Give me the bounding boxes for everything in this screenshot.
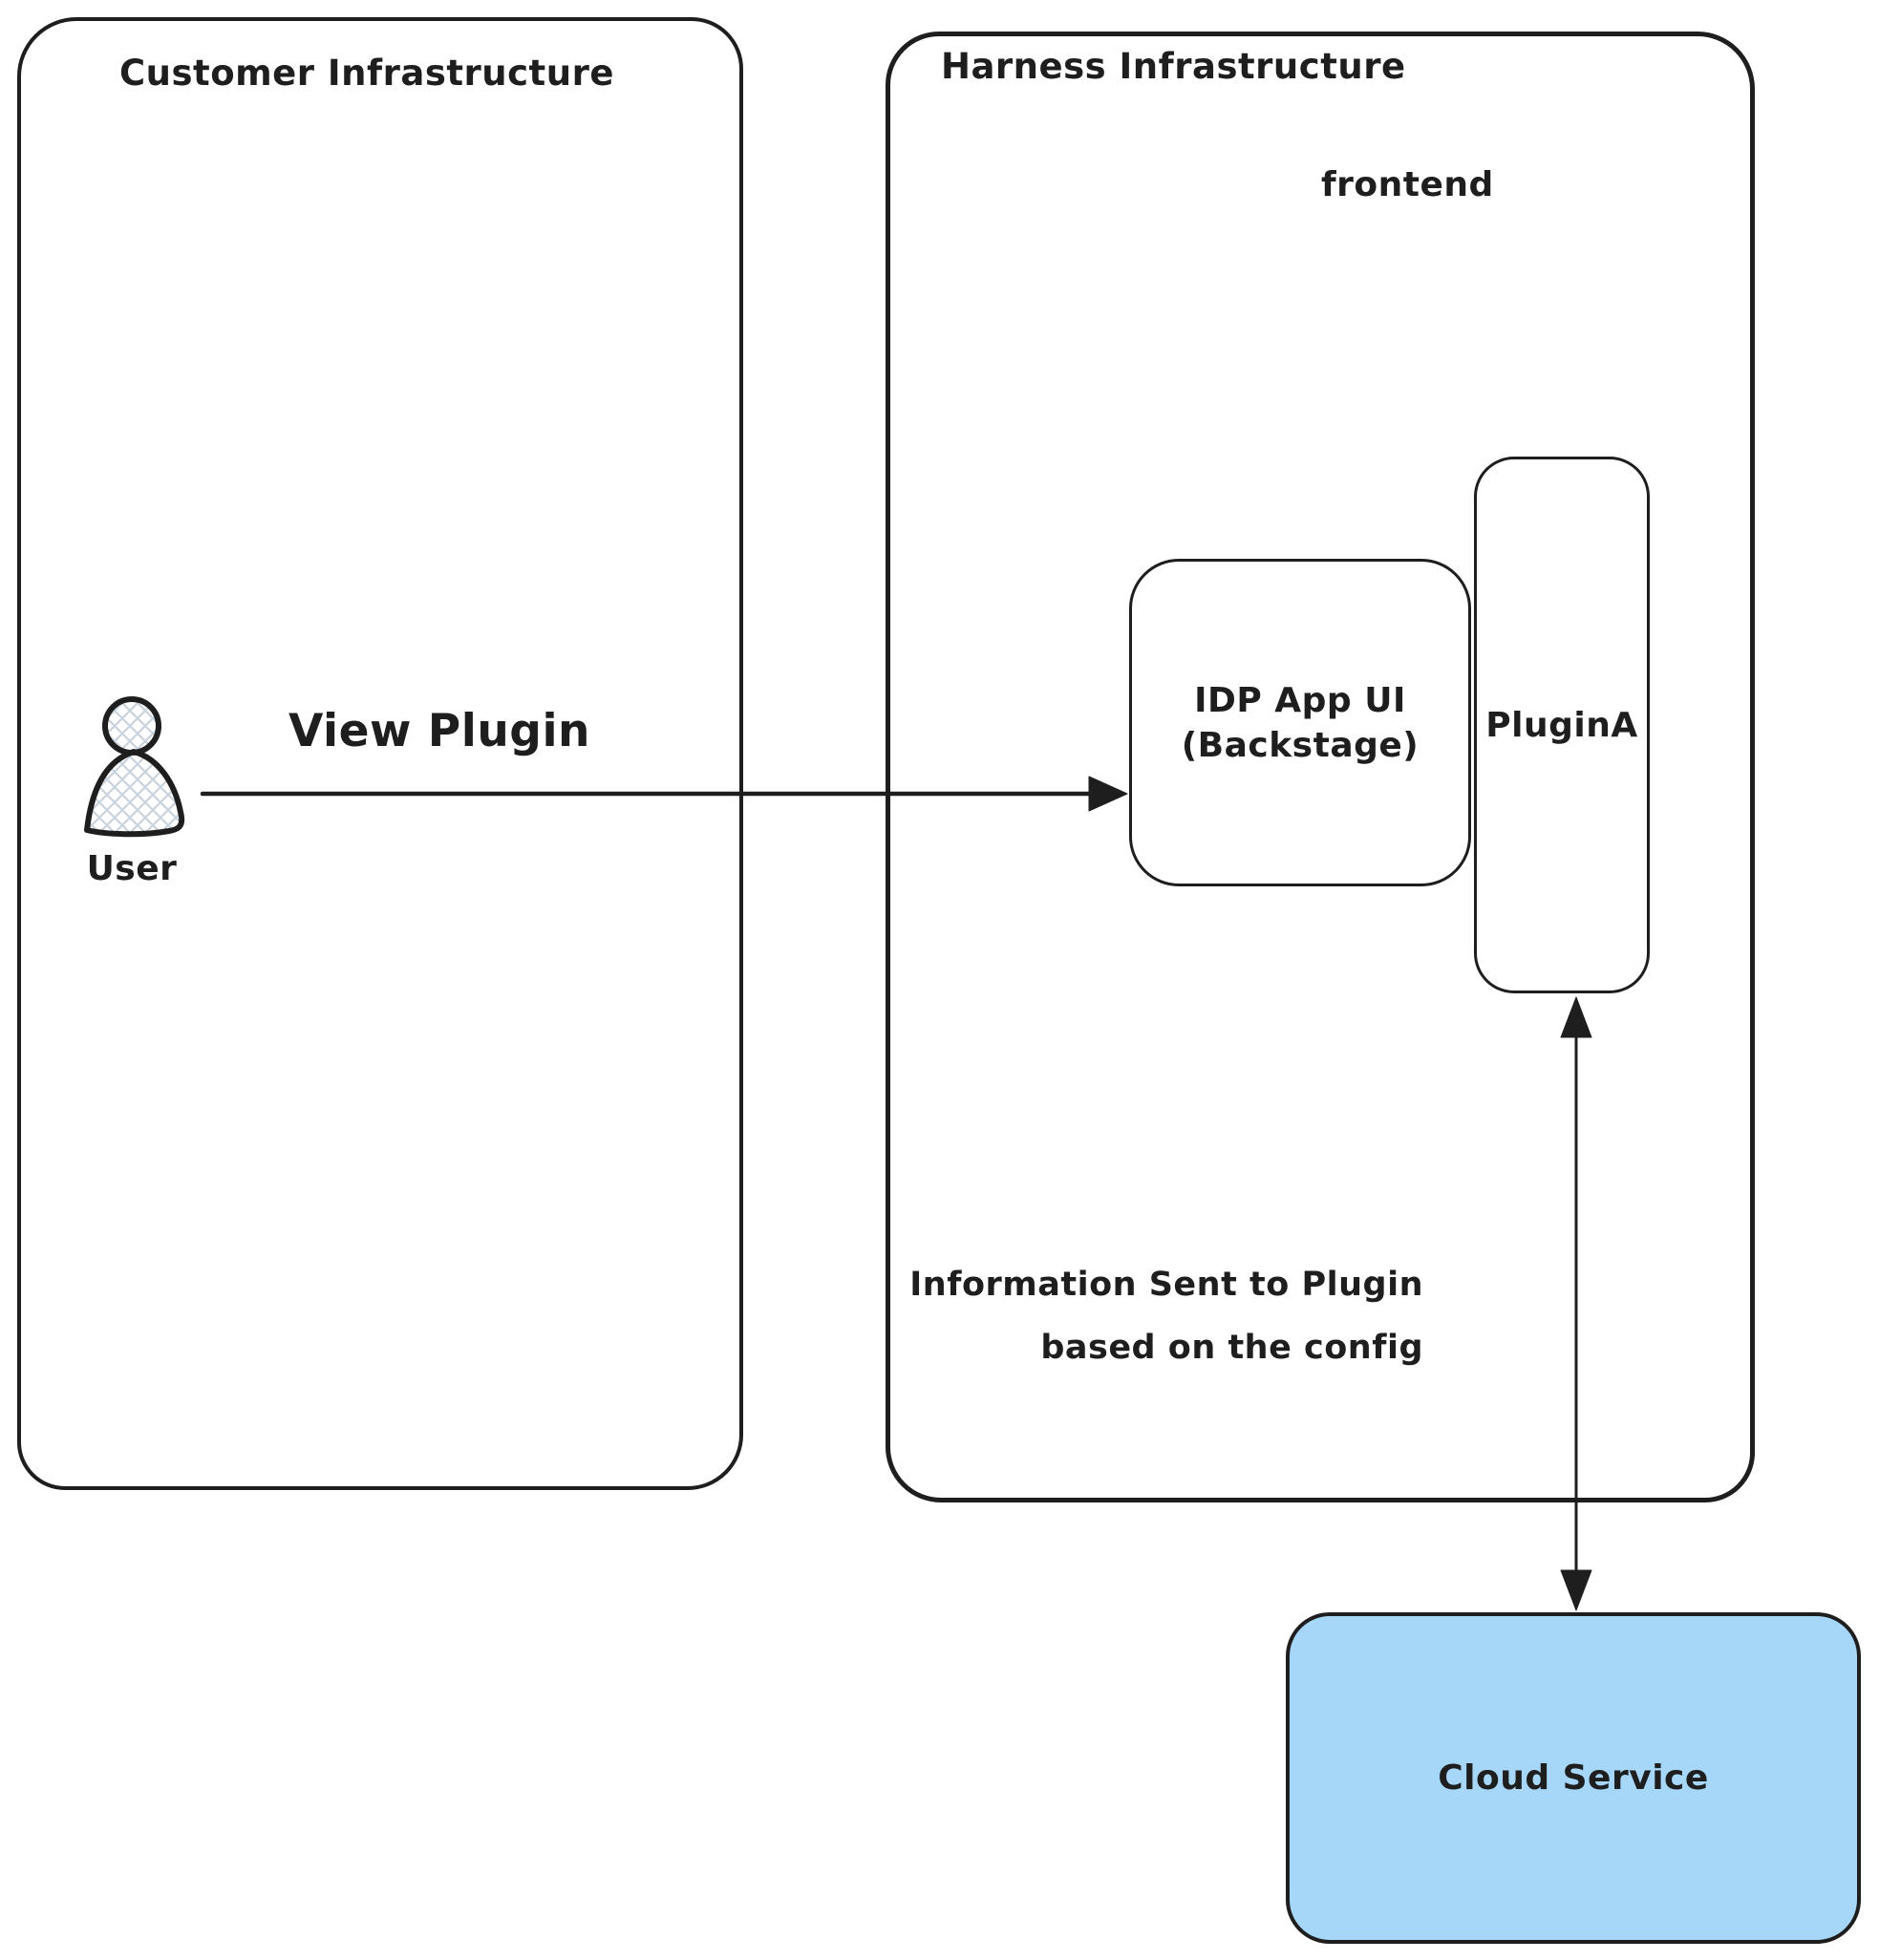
frontend-label: frontend xyxy=(1321,165,1494,204)
harness-infrastructure-box xyxy=(886,32,1755,1502)
customer-infrastructure-title: Customer Infrastructure xyxy=(119,53,614,94)
customer-infrastructure-box xyxy=(17,17,743,1490)
idp-app-ui-label-line1: IDP App UI xyxy=(1194,680,1406,720)
idp-app-ui-node: IDP App UI (Backstage) xyxy=(1129,559,1471,886)
info-sent-edge-label: Information Sent to Plugin based on the … xyxy=(898,1253,1423,1379)
plugin-a-node: PluginA xyxy=(1474,457,1650,993)
cloud-service-label: Cloud Service xyxy=(1438,1758,1709,1798)
cloud-service-node: Cloud Service xyxy=(1286,1612,1861,1944)
view-plugin-edge-label: View Plugin xyxy=(288,705,591,757)
info-sent-edge-label-line1: Information Sent to Plugin xyxy=(909,1266,1423,1304)
plugin-a-label: PluginA xyxy=(1485,705,1638,745)
harness-infrastructure-title: Harness Infrastructure xyxy=(941,46,1406,87)
user-label: User xyxy=(86,849,178,888)
plugin-cloud-arrowhead-down-icon xyxy=(1560,1569,1592,1611)
info-sent-edge-label-line2: based on the config xyxy=(1040,1329,1423,1367)
idp-app-ui-label-line2: (Backstage) xyxy=(1181,725,1420,765)
